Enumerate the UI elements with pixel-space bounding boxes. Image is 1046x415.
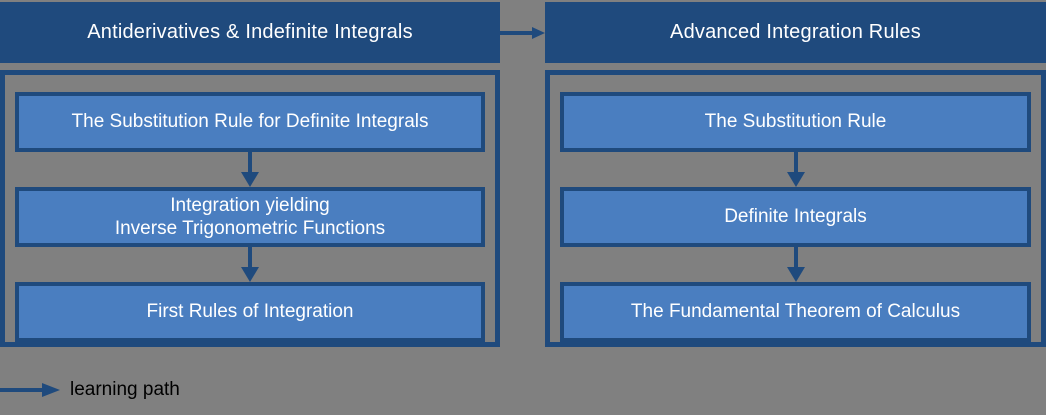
column-header-left-label: Antiderivatives & Indefinite Integrals — [87, 21, 413, 43]
node-right-2-label: Definite Integrals — [724, 206, 867, 228]
column-right: The Substitution Rule Definite Integrals… — [545, 70, 1046, 347]
node-right-1-label: The Substitution Rule — [704, 111, 887, 133]
node-left-1-label: The Substitution Rule for Definite Integ… — [71, 111, 429, 133]
down-arrow-icon-left-2 — [241, 247, 259, 282]
right-arrow-icon — [0, 383, 60, 397]
node-right-1[interactable]: The Substitution Rule — [560, 92, 1031, 152]
node-left-1[interactable]: The Substitution Rule for Definite Integ… — [15, 92, 485, 152]
node-right-2[interactable]: Definite Integrals — [560, 187, 1031, 247]
node-left-2-label-line1: Integration yielding — [170, 194, 330, 216]
down-arrow-icon-left-1 — [241, 152, 259, 187]
column-header-left[interactable]: Antiderivatives & Indefinite Integrals — [0, 2, 500, 63]
column-left: The Substitution Rule for Definite Integ… — [0, 70, 500, 347]
node-right-3[interactable]: The Fundamental Theorem of Calculus — [560, 282, 1031, 342]
node-right-3-label: The Fundamental Theorem of Calculus — [630, 301, 961, 323]
node-left-2-label-line2: Inverse Trigonometric Functions — [114, 218, 386, 239]
node-left-2[interactable]: Integration yielding Inverse Trigonometr… — [15, 187, 485, 247]
down-arrow-icon-right-2 — [786, 247, 805, 282]
down-arrow-icon-right-1 — [786, 152, 805, 187]
column-header-right[interactable]: Advanced Integration Rules — [545, 2, 1046, 63]
legend-label: learning path — [70, 379, 180, 400]
node-left-2-label: Integration yielding Inverse Trigonometr… — [115, 194, 385, 240]
header-connector-arrow-icon — [500, 27, 545, 39]
node-left-3[interactable]: First Rules of Integration — [15, 282, 485, 342]
column-header-right-label: Advanced Integration Rules — [670, 21, 921, 43]
legend: learning path — [0, 375, 180, 405]
node-left-3-label: First Rules of Integration — [146, 301, 354, 323]
